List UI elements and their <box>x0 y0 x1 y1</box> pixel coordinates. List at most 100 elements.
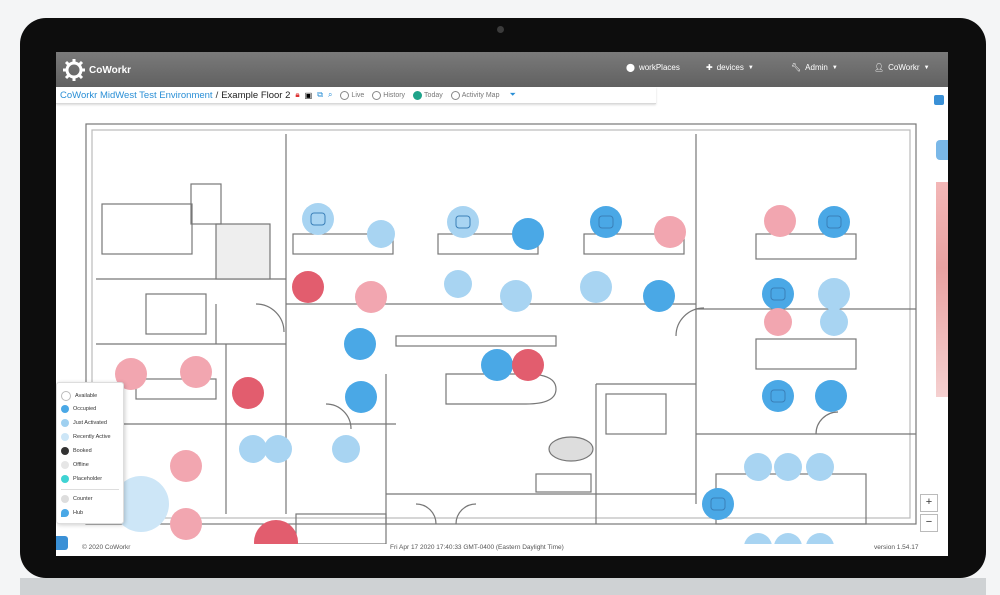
tag-icon[interactable]: ⧉ <box>317 90 323 99</box>
seat[interactable] <box>302 203 334 235</box>
hub-pin-icon <box>61 509 69 517</box>
seat[interactable] <box>580 271 612 303</box>
legend-swatch <box>61 433 69 441</box>
seat[interactable] <box>818 206 850 238</box>
floor-plan <box>85 123 917 544</box>
lock-icon[interactable]: 🔒︎ <box>295 90 300 99</box>
seat[interactable] <box>702 488 734 520</box>
seat[interactable] <box>292 271 324 303</box>
footer-copyright: © 2020 CoWorkr <box>82 544 131 551</box>
footer-timestamp: Fri Apr 17 2020 17:40:33 GMT-0400 (Easte… <box>390 544 564 551</box>
nav-devices-label: devices <box>716 63 744 72</box>
legend-swatch <box>61 405 69 413</box>
brand[interactable]: CoWorkr <box>62 58 131 82</box>
filter-icon[interactable]: ⏷ <box>509 90 516 99</box>
seat[interactable] <box>815 380 847 412</box>
breadcrumb-floor: Example Floor 2 <box>221 89 291 101</box>
radio-icon <box>450 90 460 100</box>
seat-markers <box>113 203 850 544</box>
seat[interactable] <box>654 216 686 248</box>
legend-swatch <box>61 447 69 455</box>
seat[interactable] <box>820 308 848 336</box>
legend-counter: Counter <box>61 495 93 503</box>
view-history-label: History <box>383 91 406 99</box>
app-screen: CoWorkr ⬤ workPlaces ✚ devices ▼ 🔧︎ Admi… <box>56 52 948 556</box>
gear-logo-icon <box>63 59 85 81</box>
seat[interactable] <box>774 533 802 544</box>
seat[interactable] <box>806 533 834 544</box>
seat[interactable] <box>170 508 202 540</box>
zoom-out-button[interactable]: − <box>920 514 938 532</box>
legend-label: Occupied <box>73 406 97 412</box>
search-icon[interactable]: ⌕ <box>327 90 333 99</box>
seat[interactable] <box>500 280 532 312</box>
view-today[interactable]: Today <box>413 90 443 100</box>
seat[interactable] <box>512 218 544 250</box>
legend-booked: Booked <box>61 447 92 455</box>
seat[interactable] <box>643 280 675 312</box>
view-live-label: Live <box>351 91 365 99</box>
side-panel-toggle[interactable] <box>936 140 948 160</box>
view-activity-map-label: Activity Map <box>461 91 500 99</box>
footer-version: version 1.54.17 <box>874 544 919 551</box>
legend-label: Available <box>75 393 98 399</box>
seat[interactable] <box>512 349 544 381</box>
seat[interactable] <box>170 450 202 482</box>
seat[interactable] <box>818 278 850 310</box>
seat[interactable] <box>744 453 772 481</box>
seat[interactable] <box>444 270 472 298</box>
seat[interactable] <box>355 281 387 313</box>
seat[interactable] <box>744 533 772 544</box>
camera-icon[interactable]: ▣ <box>304 90 313 100</box>
seat[interactable] <box>764 205 796 237</box>
seat[interactable] <box>367 220 395 248</box>
view-activity-map[interactable]: Activity Map <box>450 90 500 100</box>
legend-occupied: Occupied <box>61 405 96 413</box>
view-live[interactable]: Live <box>340 90 365 100</box>
legend-divider <box>61 489 119 490</box>
seat[interactable] <box>345 381 377 413</box>
legend-panel: Available Occupied Just Activated Recent… <box>56 382 124 524</box>
breadcrumb: CoWorkr MidWest Test Environment / Examp… <box>56 87 656 104</box>
seat[interactable] <box>447 206 479 238</box>
legend-label: Offline <box>73 462 89 468</box>
radio-icon <box>372 90 382 100</box>
nav-user[interactable]: 👤︎ CoWorkr ▼ <box>874 63 930 72</box>
seat[interactable] <box>806 453 834 481</box>
seat[interactable] <box>762 278 794 310</box>
seat[interactable] <box>774 453 802 481</box>
legend-swatch <box>61 461 69 469</box>
chevron-down-icon: ▼ <box>831 64 838 71</box>
nav-admin-label: Admin <box>805 63 828 72</box>
legend-label: Recently Active <box>73 434 111 440</box>
nav-user-label: CoWorkr <box>888 63 920 72</box>
nav-admin[interactable]: 🔧︎ Admin ▼ <box>791 63 838 72</box>
legend-recently-active: Recently Active <box>61 433 111 441</box>
chevron-down-icon: ▼ <box>923 64 930 71</box>
breadcrumb-environment[interactable]: CoWorkr MidWest Test Environment <box>60 89 213 101</box>
hallway-occupancy-marker[interactable] <box>344 328 376 360</box>
nav-devices[interactable]: ✚ devices ▼ <box>706 63 754 72</box>
legend-hub: Hub <box>61 509 83 517</box>
legend-label: Just Activated <box>73 420 107 426</box>
seat[interactable] <box>232 377 264 409</box>
seat[interactable] <box>590 206 622 238</box>
legend-swatch <box>61 391 71 401</box>
zoom-in-button[interactable]: + <box>920 494 938 512</box>
seat[interactable] <box>264 435 292 463</box>
seat[interactable] <box>254 520 298 544</box>
legend-swatch <box>61 495 69 503</box>
seat[interactable] <box>239 435 267 463</box>
seat[interactable] <box>180 356 212 388</box>
seat[interactable] <box>332 435 360 463</box>
seat[interactable] <box>762 380 794 412</box>
laptop-base <box>20 578 986 595</box>
seat[interactable] <box>481 349 513 381</box>
view-history[interactable]: History <box>372 90 406 100</box>
fullscreen-icon[interactable] <box>934 95 944 105</box>
seat[interactable] <box>764 308 792 336</box>
menu-toggle-icon[interactable] <box>56 536 68 550</box>
seat[interactable] <box>113 476 169 532</box>
nav-workplaces[interactable]: ⬤ workPlaces <box>626 63 680 72</box>
brand-name: CoWorkr <box>89 64 132 76</box>
